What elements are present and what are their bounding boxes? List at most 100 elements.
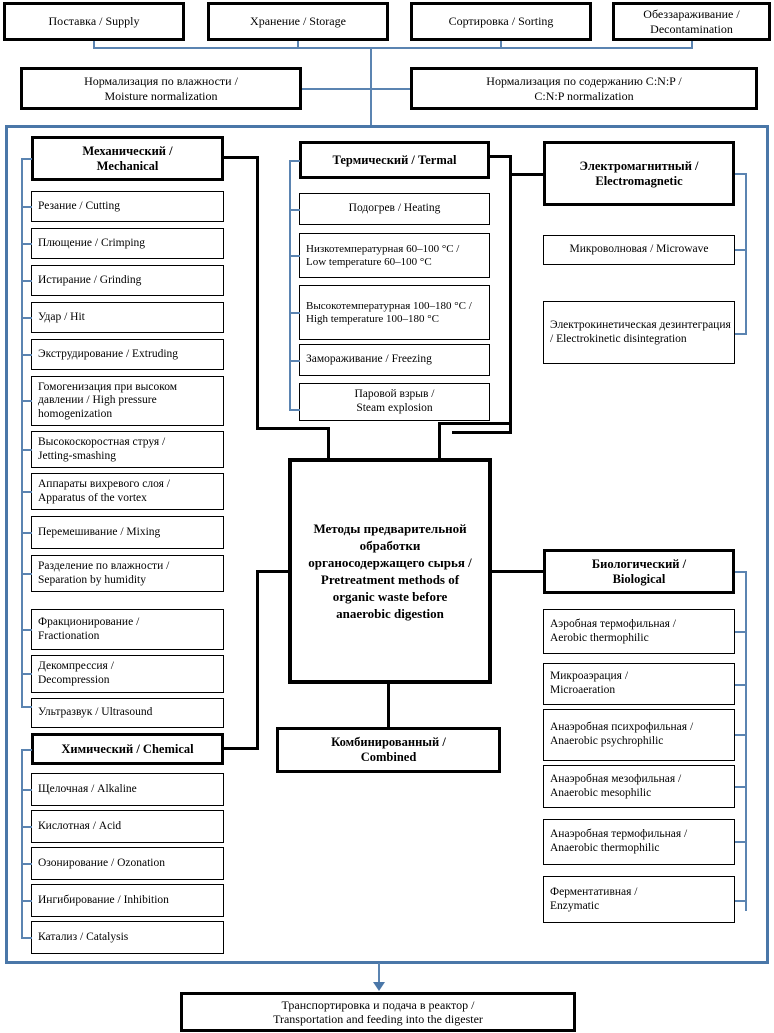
mechanical-item-hit[interactable]: Удар / Hit: [31, 302, 224, 333]
chemical-item-inhibition[interactable]: Ингибирование / Inhibition: [31, 884, 224, 917]
electromagnetic-item-electrokinetic-label: Электрокинетическая дезинтеграция / Elec…: [550, 318, 731, 345]
biological-item-enzymatic-label: Ферментативная / Enzymatic: [550, 885, 638, 912]
group-header-thermal-label: Термический / Termal: [332, 152, 457, 167]
mechanical-stub-5: [21, 400, 32, 402]
top-drop-sorting: [500, 41, 502, 48]
mechanical-item-ultrasound[interactable]: Ультразвук / Ultrasound: [31, 698, 224, 728]
thermal-item-steam-explosion[interactable]: Паровой взрыв / Steam explosion: [299, 383, 490, 421]
mechanical-item-jetting[interactable]: Высокоскоростная струя / Jetting-smashin…: [31, 431, 224, 468]
biological-item-anaerobic-mesophilic-label: Анаэробная мезофильная / Anaerobic mesop…: [550, 772, 682, 799]
mechanical-stub-0: [21, 206, 32, 208]
group-header-electromagnetic[interactable]: Электромагнитный / Electromagnetic: [543, 141, 735, 206]
chemical-item-ozonation-label: Озонирование / Ozonation: [38, 856, 165, 869]
center-box[interactable]: Методы предварительной обработки органос…: [288, 458, 492, 684]
biological-stub-1: [735, 684, 746, 686]
mechanical-stub-9: [21, 573, 32, 575]
electromagnetic-item-microwave[interactable]: Микроволновая / Microwave: [543, 235, 735, 265]
chemical-stub-header: [21, 749, 32, 751]
chemical-item-acid[interactable]: Кислотная / Acid: [31, 810, 224, 843]
biological-stub-2: [735, 734, 746, 736]
electromagnetic-spine: [745, 173, 747, 335]
thermal-item-high-temperature[interactable]: Высокотемпературная 100–180 °C / High te…: [299, 285, 490, 340]
group-header-mechanical[interactable]: Механический / Mechanical: [31, 136, 224, 181]
thermal-item-low-temperature[interactable]: Низкотемпературная 60–100 °C / Low tempe…: [299, 233, 490, 278]
biological-item-microaeration-label: Микроаэрация / Microaeration: [550, 670, 629, 696]
mechanical-item-grinding[interactable]: Истирание / Grinding: [31, 265, 224, 296]
combined-box[interactable]: Комбинированный / Combined: [276, 727, 501, 773]
biological-item-anaerobic-thermophilic[interactable]: Анаэробная термофильная / Anaerobic ther…: [543, 819, 735, 865]
mechanical-item-vortex[interactable]: Аппараты вихревого слоя / Apparatus of t…: [31, 473, 224, 510]
mechanical-item-fractionation-label: Фракционирование / Fractionation: [38, 615, 140, 642]
thermal-item-high-temperature-label: Высокотемпературная 100–180 °C / High te…: [306, 299, 472, 325]
connector-mechanical-v: [256, 156, 259, 429]
mechanical-item-mixing-label: Перемешивание / Mixing: [38, 525, 161, 538]
thermal-item-heating[interactable]: Подогрев / Heating: [299, 193, 490, 225]
top-box-supply[interactable]: Поставка / Supply: [3, 2, 185, 41]
connector-electromagnetic-h2: [452, 431, 512, 434]
electromagnetic-stub-header: [735, 173, 746, 175]
electromagnetic-item-electrokinetic[interactable]: Электрокинетическая дезинтеграция / Elec…: [543, 301, 735, 364]
top-box-decontamination[interactable]: Обеззараживание / Decontamination: [612, 2, 771, 41]
biological-stub-0: [735, 631, 746, 633]
connector-thermal-v2: [438, 422, 441, 460]
mechanical-item-cutting-label: Резание / Cutting: [38, 199, 120, 212]
biological-item-aerobic-thermophilic[interactable]: Аэробная термофильная / Aerobic thermoph…: [543, 609, 735, 654]
mechanical-stub-2: [21, 280, 32, 282]
thermal-stub-1: [289, 255, 300, 257]
biological-item-microaeration[interactable]: Микроаэрация / Microaeration: [543, 663, 735, 705]
mechanical-item-ultrasound-label: Ультразвук / Ultrasound: [38, 706, 153, 719]
thermal-spine: [289, 160, 291, 410]
connector-chemical-h: [224, 747, 259, 750]
mechanical-stub-4: [21, 354, 32, 356]
top-box-sorting-label: Сортировка / Sorting: [448, 14, 554, 29]
electromagnetic-stub-1: [735, 333, 746, 335]
connector-chemical-v: [256, 570, 259, 750]
bottom-box-transportation[interactable]: Транспортировка и подача в реактор / Tra…: [180, 992, 576, 1032]
group-header-thermal[interactable]: Термический / Termal: [299, 141, 490, 179]
mechanical-item-cutting[interactable]: Резание / Cutting: [31, 191, 224, 222]
group-header-chemical-label: Химический / Chemical: [61, 741, 194, 756]
mechanical-item-jetting-label: Высокоскоростная струя / Jetting-smashin…: [38, 435, 166, 462]
mechanical-item-fractionation[interactable]: Фракционирование / Fractionation: [31, 609, 224, 650]
top-box-sorting[interactable]: Сортировка / Sorting: [410, 2, 592, 41]
combined-box-label: Комбинированный / Combined: [331, 735, 446, 764]
connector-chemical-h2: [256, 570, 292, 573]
chemical-stub-1: [21, 826, 32, 828]
top-box-storage-label: Хранение / Storage: [250, 14, 346, 29]
normalization-moisture[interactable]: Нормализация по влажности / Moisture nor…: [20, 67, 302, 110]
chemical-item-alkaline[interactable]: Щелочная / Alkaline: [31, 773, 224, 806]
thermal-item-freezing[interactable]: Замораживание / Freezing: [299, 344, 490, 376]
mechanical-stub-3: [21, 317, 32, 319]
biological-item-enzymatic[interactable]: Ферментативная / Enzymatic: [543, 876, 735, 923]
biological-item-anaerobic-psychrophilic-label: Анаэробная психрофильная / Anaerobic psy…: [550, 721, 694, 747]
biological-item-anaerobic-mesophilic[interactable]: Анаэробная мезофильная / Anaerobic mesop…: [543, 765, 735, 808]
connector-thermal-h: [490, 155, 512, 158]
normalization-cnp[interactable]: Нормализация по содержанию C:N:P / C:N:P…: [410, 67, 758, 110]
group-header-chemical[interactable]: Химический / Chemical: [31, 733, 224, 765]
mechanical-item-homogenization[interactable]: Гомогенизация при высоком давлении / Hig…: [31, 376, 224, 426]
chemical-item-ozonation[interactable]: Озонирование / Ozonation: [31, 847, 224, 880]
group-header-biological[interactable]: Биологический / Biological: [543, 549, 735, 594]
methods-frame: [5, 125, 769, 964]
biological-item-anaerobic-thermophilic-label: Анаэробная термофильная / Anaerobic ther…: [550, 828, 688, 854]
biological-stub-5: [735, 900, 746, 902]
top-box-storage[interactable]: Хранение / Storage: [207, 2, 389, 41]
top-drop-supply: [93, 41, 95, 48]
mechanical-stub-12: [21, 706, 32, 708]
mechanical-item-decompression-label: Декомпрессия / Decompression: [38, 660, 114, 686]
chemical-item-catalysis[interactable]: Катализ / Catalysis: [31, 921, 224, 954]
mechanical-item-crimping[interactable]: Плющение / Crimping: [31, 228, 224, 259]
mechanical-stub-10: [21, 629, 32, 631]
biological-stub-3: [735, 786, 746, 788]
mechanical-item-decompression[interactable]: Декомпрессия / Decompression: [31, 655, 224, 693]
mechanical-item-separation[interactable]: Разделение по влажности / Separation by …: [31, 555, 224, 592]
chemical-stub-3: [21, 900, 32, 902]
mechanical-item-extruding[interactable]: Экструдирование / Extruding: [31, 339, 224, 370]
mechanical-item-mixing[interactable]: Перемешивание / Mixing: [31, 516, 224, 549]
bottom-arrow-head: [373, 982, 385, 991]
mechanical-item-separation-label: Разделение по влажности / Separation by …: [38, 559, 170, 586]
bottom-box-transportation-label: Транспортировка и подача в реактор / Tra…: [273, 997, 483, 1026]
thermal-stub-0: [289, 209, 300, 211]
biological-item-anaerobic-psychrophilic[interactable]: Анаэробная психрофильная / Anaerobic psy…: [543, 709, 735, 761]
